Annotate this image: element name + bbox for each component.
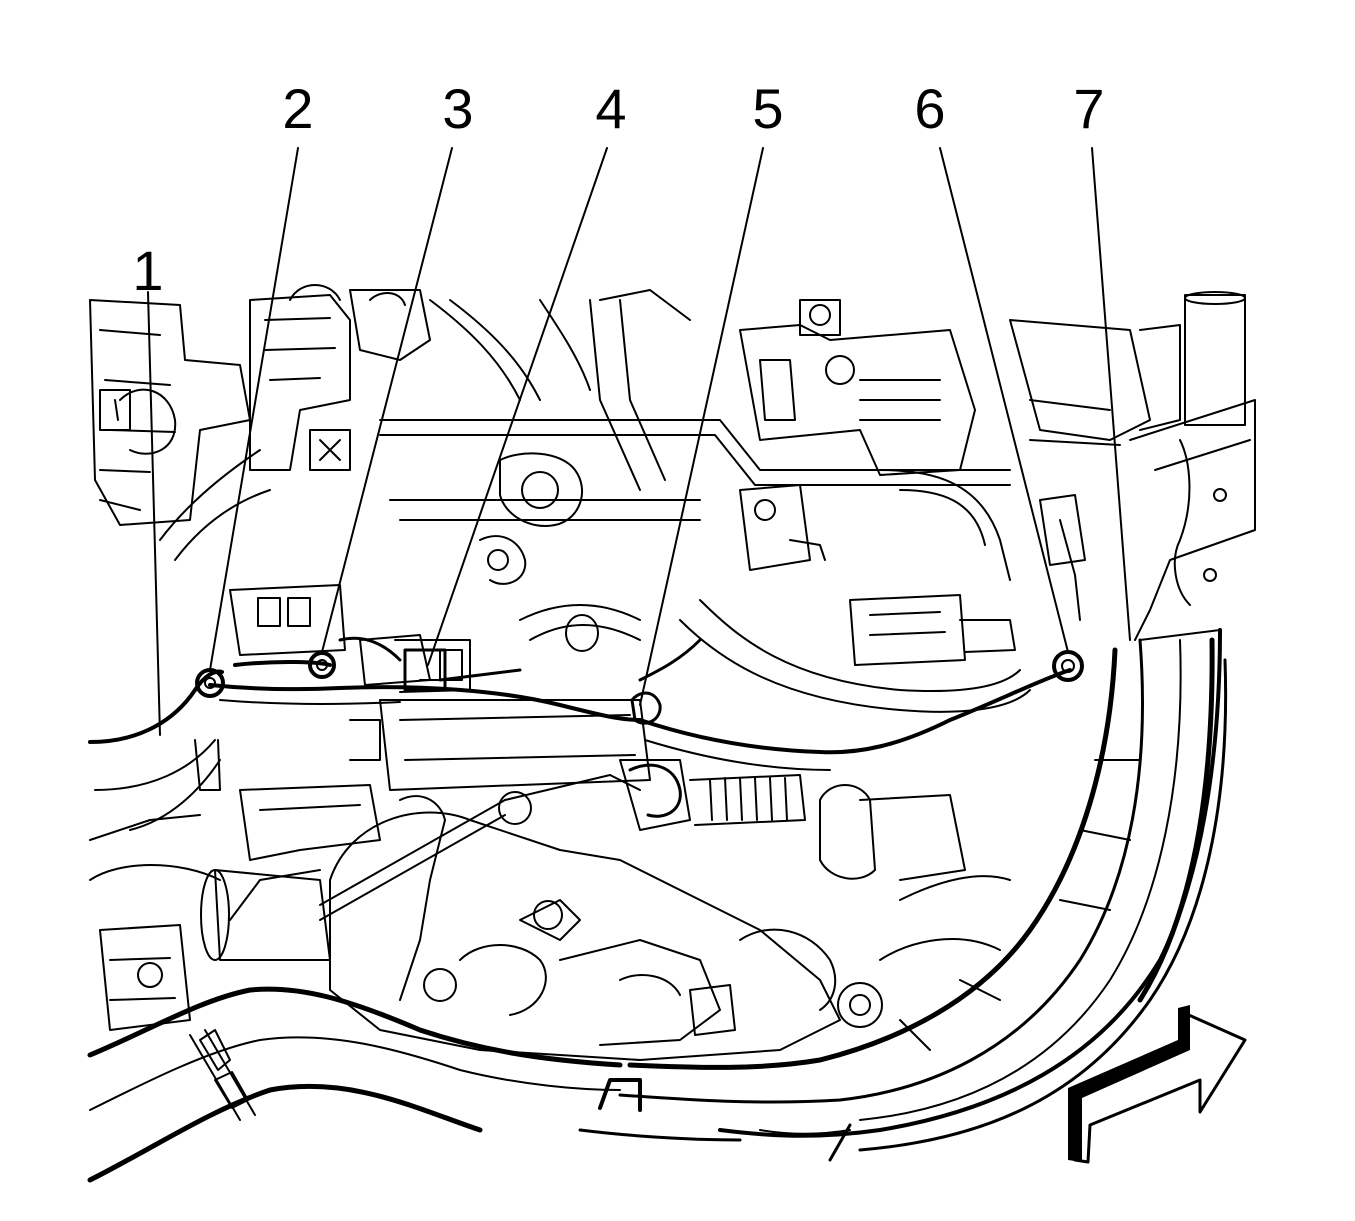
callout-label-2: 2 — [282, 77, 313, 140]
leader-line-5 — [639, 147, 764, 706]
leader-line-6 — [939, 147, 1069, 653]
frame-and-harness — [87, 628, 1228, 1183]
callout-labels: 1 2 3 4 5 6 7 — [132, 77, 1104, 302]
callout-label-6: 6 — [914, 77, 945, 140]
leader-line-7 — [1091, 147, 1131, 641]
callout-label-1: 1 — [132, 239, 163, 302]
callout-label-3: 3 — [442, 77, 473, 140]
leader-line-1 — [147, 291, 161, 736]
engine-background-detail — [89, 284, 1256, 713]
callout-leaders — [147, 147, 1131, 736]
callout-label-7: 7 — [1073, 77, 1104, 140]
callout-label-4: 4 — [595, 77, 626, 140]
leader-line-4 — [427, 147, 608, 666]
leader-line-3 — [321, 147, 453, 653]
callout-label-5: 5 — [752, 77, 783, 140]
front-direction-arrow-icon — [1068, 1005, 1247, 1164]
lower-assembly-detail — [89, 699, 1011, 1061]
leader-line-2 — [209, 147, 299, 671]
